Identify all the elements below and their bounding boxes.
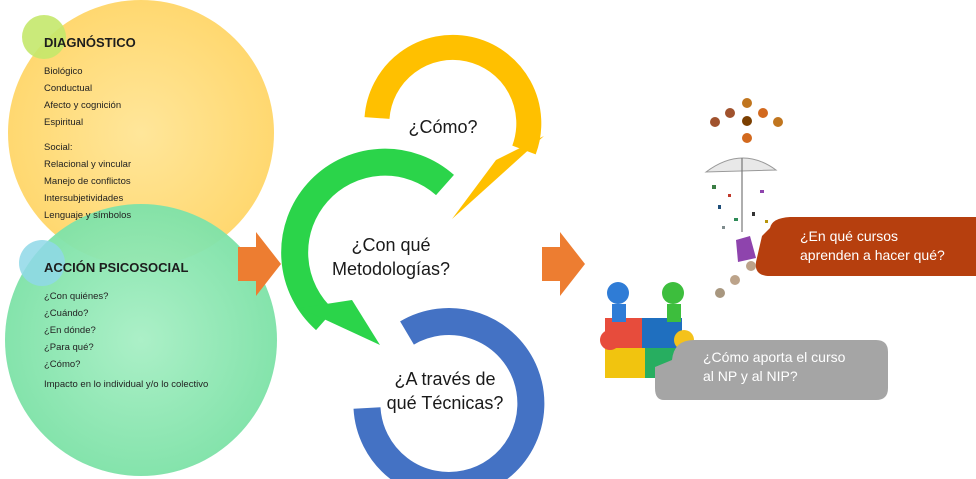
accion-circle	[5, 204, 277, 476]
cursos-line-2: aprenden a hacer qué?	[800, 247, 945, 263]
accion-dot	[19, 240, 65, 286]
accion-item: ¿Cuándo?	[44, 308, 89, 319]
aporta-bubble	[655, 340, 888, 400]
diagnostico-item: Espiritual	[44, 117, 84, 128]
blue-cycle-ring	[353, 308, 545, 479]
diagnostico-title: DIAGNÓSTICO	[44, 35, 136, 50]
connector-dots	[715, 261, 756, 298]
diagnostico-item: Conductual	[44, 83, 93, 94]
diagnostico-item: Relacional y vincular	[44, 159, 132, 170]
diagnostico-circle	[8, 0, 274, 266]
aporta-line-1: ¿Cómo aporta el curso	[703, 349, 846, 365]
metodologias-line-2: Metodologías?	[331, 259, 451, 279]
diagnostico-item: Social:	[44, 142, 73, 153]
metodologias-line-1: ¿Con qué	[351, 235, 431, 255]
accion-item: ¿En dónde?	[44, 325, 96, 336]
cursos-line-1: ¿En qué cursos	[800, 228, 899, 244]
diagnostico-item: Afecto y cognición	[44, 100, 122, 111]
umbrella-figure	[704, 157, 778, 262]
yellow-cycle-arrowhead	[452, 136, 544, 219]
diagnostico-dot	[22, 15, 66, 59]
diagnostico-item: Lenguaje y símbolos	[44, 210, 132, 221]
accion-item: ¿Para qué?	[44, 342, 94, 353]
yellow-cycle-ring	[364, 34, 542, 155]
tecnicas-line-1: ¿A través de	[394, 369, 496, 389]
green-cycle-ring	[281, 148, 454, 331]
accion-item: ¿Con quiénes?	[44, 291, 109, 302]
accion-item: ¿Cómo?	[44, 359, 81, 370]
diagnostico-item: Biológico	[44, 66, 83, 77]
accion-item: Impacto en lo individual y/o lo colectiv…	[44, 379, 209, 390]
right-arrow-1	[238, 232, 281, 296]
diagnostico-item: Manejo de conflictos	[44, 176, 131, 187]
accion-title: ACCIÓN PSICOSOCIAL	[44, 260, 189, 275]
diagnostico-item: Intersubjetividades	[44, 193, 124, 204]
cursos-bubble	[755, 217, 976, 276]
aporta-line-2: al NP y al NIP?	[703, 368, 798, 384]
right-arrow-2	[542, 232, 585, 296]
dot-pyramid	[710, 98, 783, 143]
tecnicas-line-2: qué Técnicas?	[386, 393, 504, 413]
green-cycle-arrowhead	[300, 300, 380, 345]
como-label: ¿Cómo?	[408, 117, 478, 137]
